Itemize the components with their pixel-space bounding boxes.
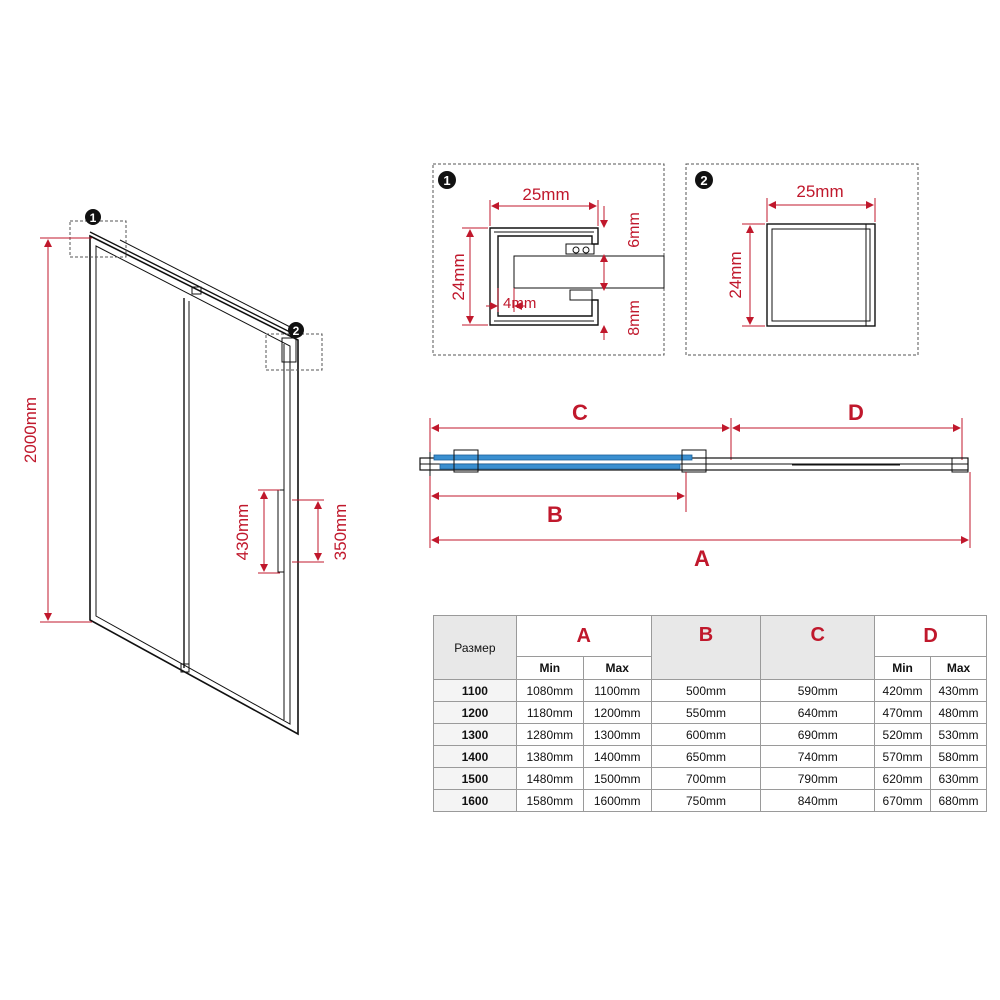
detail1-number: 1 [443, 173, 450, 188]
detail2-profile: 2 25mm 24mm [685, 163, 919, 356]
detail2-height-label: 24mm [726, 251, 745, 298]
detail1-bottom-label: 8mm [626, 300, 643, 336]
cell-a-min: 1180mm [515, 701, 584, 724]
cell-c: 740mm [760, 745, 876, 768]
plan-view: C D B A [419, 400, 971, 571]
d-min-header: Min [874, 656, 932, 680]
a-max-header: Max [582, 656, 652, 680]
cell-size: 1600 [433, 789, 517, 812]
cell-d-min: 570mm [874, 745, 932, 768]
table-header-row: Размер A B C D [433, 615, 987, 680]
cell-a-max: 1200mm [582, 701, 652, 724]
cell-b: 550mm [650, 701, 762, 724]
detail2-callout-box [265, 333, 323, 371]
a-label: A [694, 546, 710, 571]
cell-a-max: 1600mm [582, 789, 652, 812]
cell-d-min: 470mm [874, 701, 932, 724]
cell-b: 500mm [650, 679, 762, 702]
d-label: D [848, 400, 864, 425]
cell-size: 1200 [433, 701, 517, 724]
cell-b: 700mm [650, 767, 762, 790]
detail2-number: 2 [700, 173, 707, 188]
detail1-width-label: 25mm [522, 185, 569, 204]
cell-b: 750mm [650, 789, 762, 812]
door-isometric: 1 2 2000mm 430mm 350mm [21, 209, 350, 736]
detail2-width-label: 25mm [796, 182, 843, 201]
detail1-height-label: 24mm [449, 253, 468, 300]
c-header: C [760, 615, 876, 680]
cell-a-max: 1500mm [582, 767, 652, 790]
cell-d-max: 580mm [930, 745, 987, 768]
cell-a-min: 1480mm [515, 767, 584, 790]
size-header: Размер [433, 615, 517, 680]
detail1-top-label: 6mm [626, 212, 643, 248]
handle-inner-label: 350mm [331, 504, 350, 561]
cell-d-max: 430mm [930, 679, 987, 702]
cell-c: 590mm [760, 679, 876, 702]
cell-a-max: 1300mm [582, 723, 652, 746]
door-height-label: 2000mm [21, 397, 40, 463]
cell-a-min: 1080mm [515, 679, 584, 702]
b-label: B [547, 502, 563, 527]
cell-size: 1400 [433, 745, 517, 768]
cell-size: 1100 [433, 679, 517, 702]
a-min-header: Min [515, 656, 584, 680]
cell-d-min: 670mm [874, 789, 932, 812]
detail2-badge-number: 2 [293, 324, 300, 338]
cell-c: 690mm [760, 723, 876, 746]
cell-d-max: 480mm [930, 701, 987, 724]
detail1-profile: 1 25mm 24mm 4mm 6mm 8mm [432, 163, 665, 356]
cell-b: 600mm [650, 723, 762, 746]
cell-c: 840mm [760, 789, 876, 812]
a-header: A [515, 615, 652, 657]
cell-c: 640mm [760, 701, 876, 724]
cell-b: 650mm [650, 745, 762, 768]
d-header: D [874, 615, 987, 657]
detail1-callout-box [69, 220, 127, 258]
cell-d-max: 680mm [930, 789, 987, 812]
table-subheader-row: Min Max Min Max [434, 656, 987, 680]
detail1-gap-label: 4mm [503, 295, 536, 312]
cell-d-max: 630mm [930, 767, 987, 790]
cell-a-min: 1580mm [515, 789, 584, 812]
cell-size: 1300 [433, 723, 517, 746]
cell-size: 1500 [433, 767, 517, 790]
detail1-badge [85, 209, 101, 225]
cell-d-min: 420mm [874, 679, 932, 702]
cell-d-min: 520mm [874, 723, 932, 746]
b-header: B [650, 615, 762, 680]
d-max-header: Max [930, 656, 987, 680]
handle-outer-label: 430mm [233, 504, 252, 561]
fixed-glass-panel [433, 454, 693, 461]
detail1-badge-number: 1 [90, 211, 97, 225]
cell-a-min: 1380mm [515, 745, 584, 768]
cell-d-max: 530mm [930, 723, 987, 746]
sliding-glass-panel [439, 463, 681, 470]
cell-a-max: 1100mm [582, 679, 652, 702]
cell-d-min: 620mm [874, 767, 932, 790]
cell-a-min: 1280mm [515, 723, 584, 746]
detail2-badge [288, 322, 304, 338]
cell-c: 790mm [760, 767, 876, 790]
cell-a-max: 1400mm [582, 745, 652, 768]
c-label: C [572, 400, 588, 425]
